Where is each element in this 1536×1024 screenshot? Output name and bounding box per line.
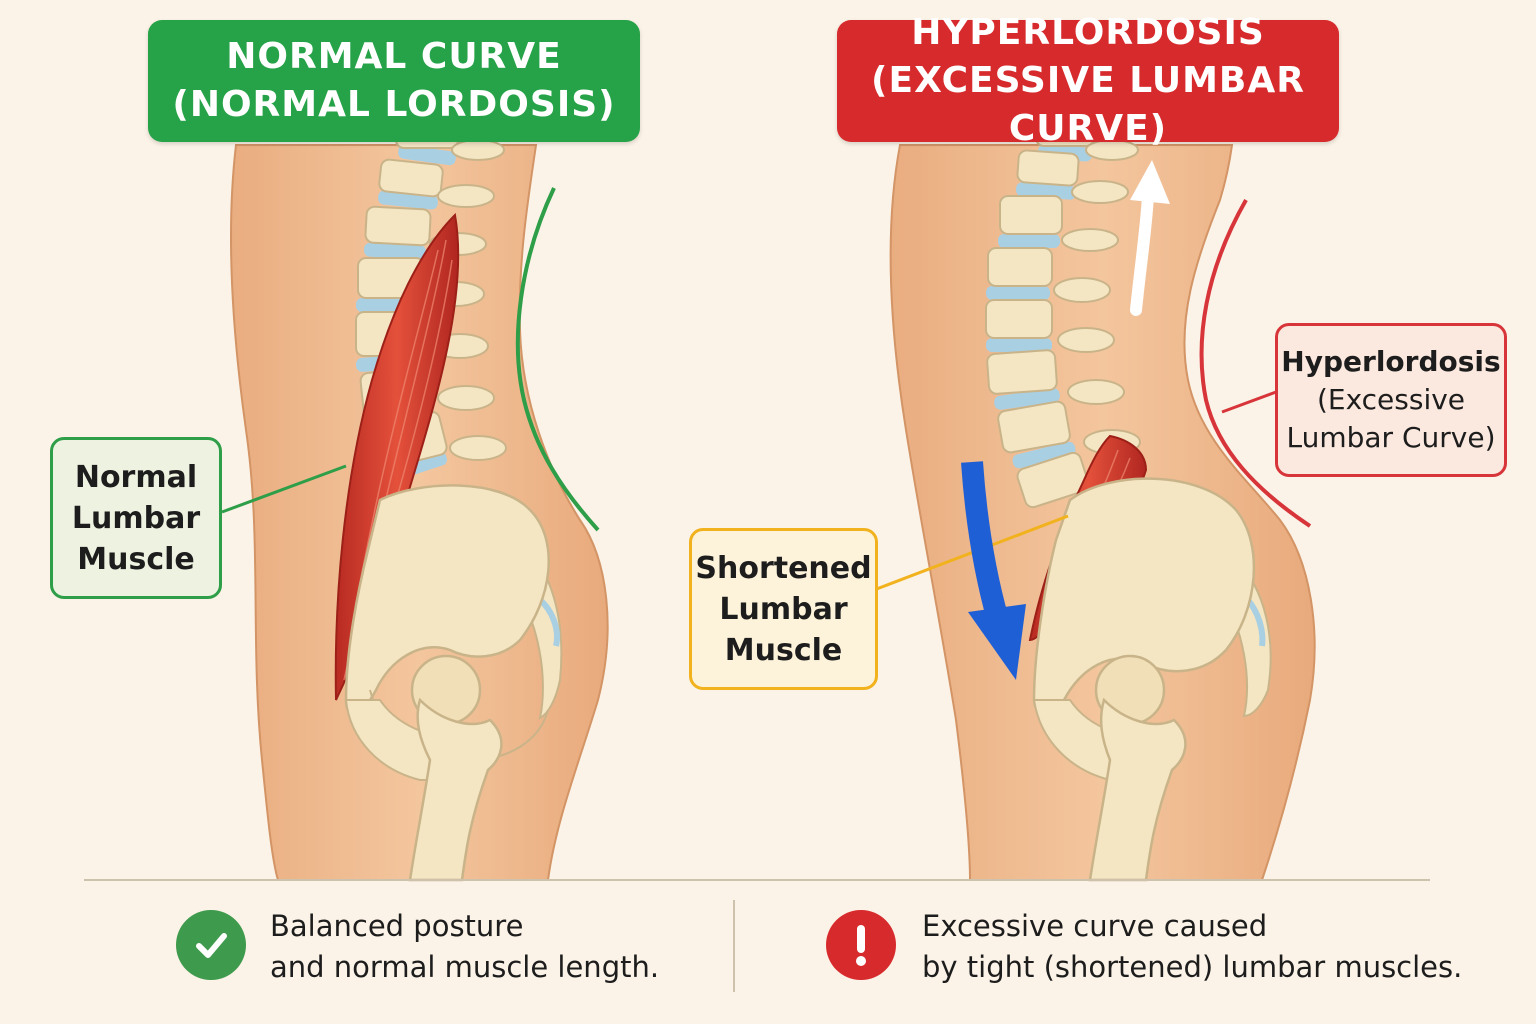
disc	[986, 286, 1050, 300]
callout-line: Muscle	[77, 541, 195, 577]
callout-line: (Excessive	[1316, 383, 1466, 416]
left-footer-text: Balanced posture and normal muscle lengt…	[270, 906, 659, 988]
vertebra	[1016, 451, 1090, 509]
footer-line: and normal muscle length.	[270, 950, 660, 984]
normal-muscle-leader	[221, 464, 347, 514]
vertebra	[1016, 149, 1080, 187]
hyper-header-line1: HYPERLORDOSIS	[911, 12, 1265, 53]
vertebra	[999, 195, 1063, 235]
disc	[994, 388, 1060, 410]
exclamation-circle-icon	[826, 910, 896, 980]
pelvic-tilt-arrow-icon	[961, 461, 1026, 680]
callout-line: Normal	[74, 459, 198, 495]
vertebra	[378, 158, 444, 198]
disc	[986, 338, 1052, 352]
vertebra	[987, 247, 1053, 287]
normal-curve-line	[515, 187, 600, 532]
hyperlordosis-header: HYPERLORDOSIS (EXCESSIVE LUMBAR CURVE)	[837, 12, 1339, 149]
hyperlordosis-curve-line	[1199, 199, 1312, 528]
normal-curve-header: NORMAL CURVE (NORMAL LORDOSIS)	[148, 20, 640, 142]
footer-line: Excessive curve caused	[922, 909, 1268, 943]
disc	[398, 144, 456, 166]
callout-line: Shortened	[695, 550, 872, 586]
hyperlordosis-callout: Hyperlordosis (Excessive Lumbar Curve)	[1275, 323, 1507, 477]
hyper-header-line2: (EXCESSIVE LUMBAR CURVE)	[871, 60, 1305, 149]
left-pelvis	[344, 484, 550, 882]
footer-line: by tight (shortened) lumbar muscles.	[922, 950, 1463, 984]
right-footer-text: Excessive curve caused by tight (shorten…	[922, 906, 1462, 988]
disc	[998, 234, 1060, 248]
normal-lumbar-muscle-callout: Normal Lumbar Muscle	[50, 437, 222, 599]
normal-header-line2: (NORMAL LORDOSIS)	[172, 84, 616, 125]
disc	[1012, 441, 1076, 469]
normal-header-line1: NORMAL CURVE	[226, 36, 562, 77]
callout-line: Lumbar	[719, 591, 848, 627]
disc	[363, 242, 427, 260]
vertebra	[986, 349, 1058, 395]
footer-line: Balanced posture	[270, 909, 524, 943]
callout-line: Lumbar Curve)	[1286, 421, 1496, 454]
callout-line: Lumbar	[71, 500, 201, 536]
vertebra	[985, 299, 1053, 339]
shortened-muscle-leader	[873, 514, 1069, 592]
vertebra	[997, 400, 1071, 454]
check-circle-icon	[176, 910, 246, 980]
vertebra	[364, 205, 432, 247]
upward-pull-arrow-icon	[1130, 160, 1170, 316]
hyperlordosis-leader	[1221, 390, 1277, 414]
right-pelvis	[1032, 477, 1256, 882]
shortened-lumbar-muscle-callout: Shortened Lumbar Muscle	[689, 528, 878, 690]
callout-line: Hyperlordosis	[1281, 345, 1501, 378]
callout-line: Muscle	[724, 632, 843, 668]
